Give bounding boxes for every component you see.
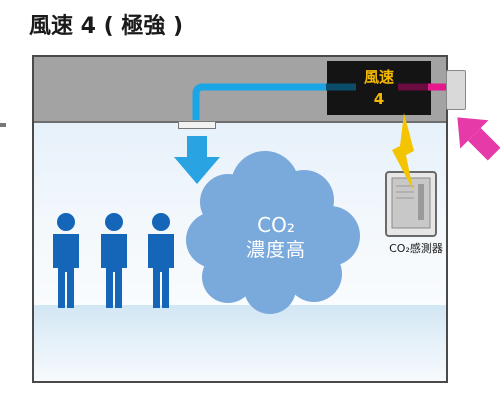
person-icon (53, 213, 79, 308)
person-icon (101, 213, 127, 308)
co2-sensor-icon (385, 171, 437, 237)
left-wall-mark (0, 123, 6, 127)
supply-duct (192, 83, 326, 120)
down-arrow-icon (174, 136, 220, 184)
fan-speed-value: 4 (373, 90, 385, 108)
fan-speed-panel: 風速 4 (327, 61, 431, 115)
floor-area (34, 305, 446, 381)
diagram-title: 風速 4 ( 極強 ) (29, 14, 184, 39)
co2-cloud (186, 151, 360, 314)
co2-label: CO₂ 濃度高 (231, 213, 321, 263)
person-icon (148, 213, 174, 308)
exhaust-outlet (446, 70, 466, 110)
sensor-label: CO₂感測器 (389, 242, 443, 255)
ceiling-vent (178, 121, 216, 129)
exhaust-arrow-icon (457, 117, 500, 161)
co2-formula: CO₂ (257, 213, 295, 237)
lightning-icon (392, 113, 414, 190)
co2-concentration-text: 濃度高 (245, 239, 306, 261)
fan-speed-label: 風速 (363, 68, 394, 86)
